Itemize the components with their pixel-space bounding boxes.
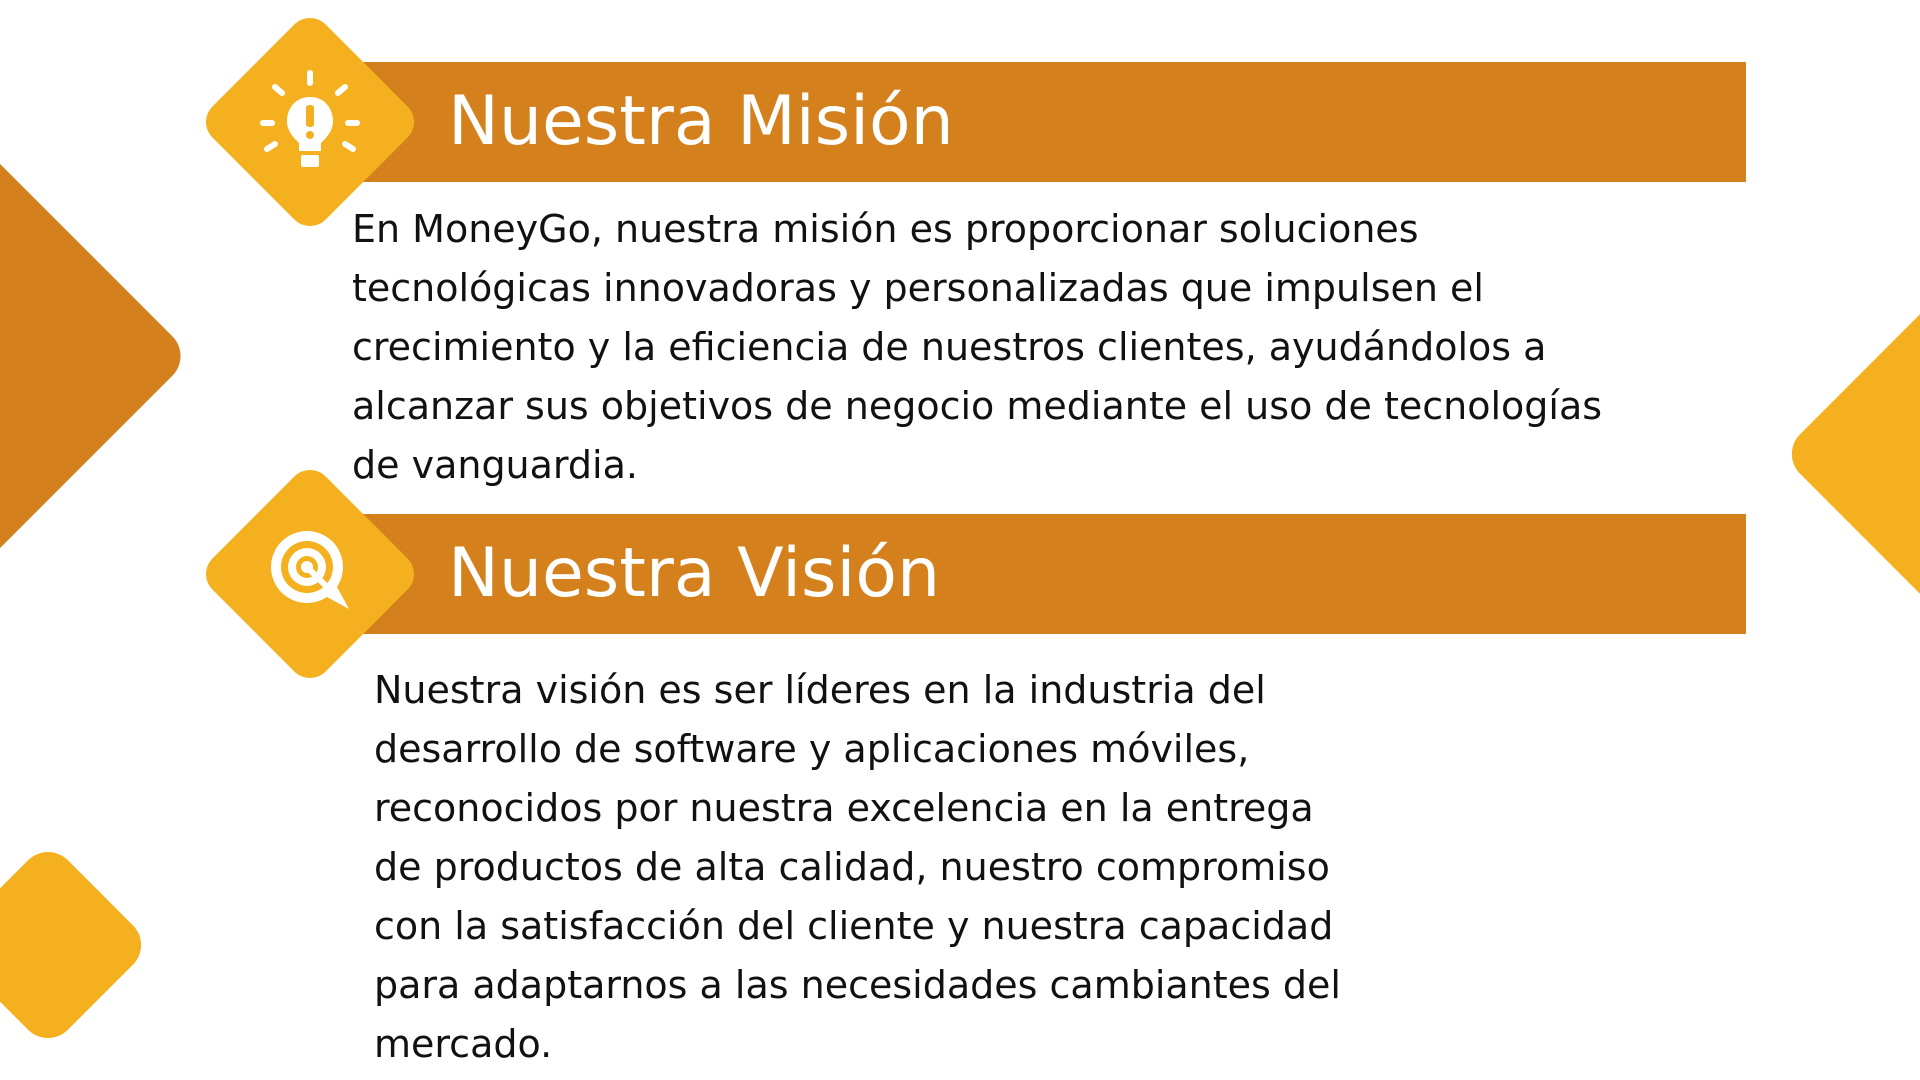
vision-banner: Nuestra Visión	[362, 514, 1746, 634]
vision-text: Nuestra visión es ser líderes en la indu…	[374, 668, 1341, 1066]
target-icon	[271, 531, 349, 609]
mission-title: Nuestra Misión	[448, 82, 954, 161]
vision-title: Nuestra Visión	[448, 534, 941, 613]
mission-text: En MoneyGo, nuestra misión es proporcion…	[352, 207, 1603, 487]
lightbulb-icon	[260, 70, 360, 167]
decorative-diamond-left-small	[0, 840, 153, 1050]
mission-banner: Nuestra Misión	[362, 62, 1746, 182]
decorative-diamond-left-large	[0, 143, 193, 569]
